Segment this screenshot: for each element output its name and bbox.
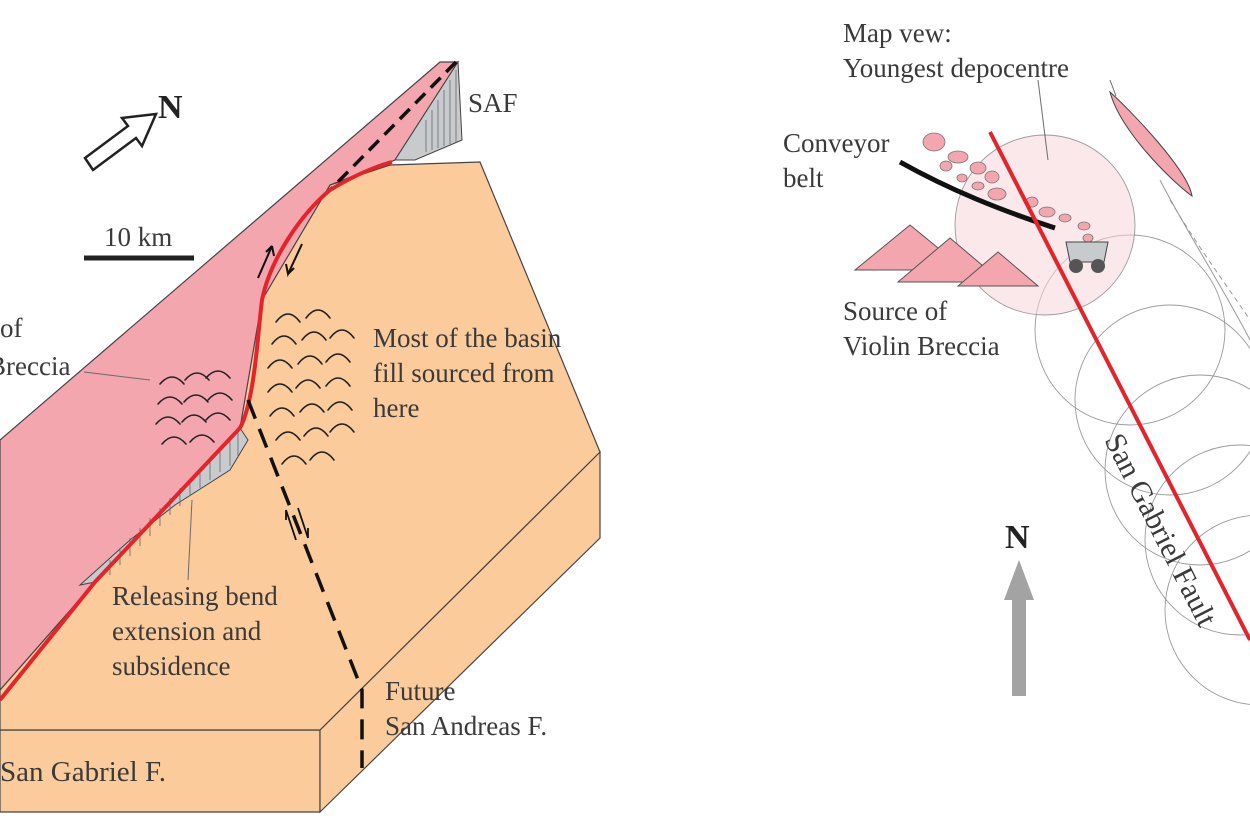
- north-label: N: [158, 89, 183, 126]
- lens-leader-line: [1109, 79, 1117, 97]
- basin-fill-line1: Most of the basin: [373, 323, 562, 353]
- future-line2: San Andreas F.: [385, 711, 547, 741]
- source-ridge-symbols: [155, 370, 233, 445]
- source-leader-line: [83, 371, 151, 381]
- releasing-line2: extension and: [112, 616, 262, 646]
- mountains-icon: [853, 224, 1040, 287]
- lens-trail-dashed: [1169, 199, 1250, 321]
- future-slip-arrows: [285, 507, 309, 541]
- san-gabriel-fault-map: [988, 131, 1250, 641]
- depocentre-leader-line: [1037, 79, 1049, 161]
- basin-ridge-symbols: [267, 309, 355, 465]
- conveyor-line1: Conveyor: [783, 128, 889, 158]
- releasing-line1: Releasing bend: [112, 581, 278, 611]
- map-view: Map vew: Youngest depocentre Conveyor be…: [783, 18, 1250, 705]
- mine-cart-icon: [1065, 241, 1109, 273]
- saf-label: SAF: [468, 88, 518, 118]
- map-view-line1: Map vew:: [843, 18, 952, 48]
- bend-leader-line: [187, 499, 193, 581]
- conveyor-line2: belt: [783, 163, 824, 193]
- san-gabriel-label: San Gabriel F.: [0, 756, 166, 788]
- older-depocentre-arcs: [1034, 234, 1250, 705]
- san-gabriel-fault-label: San Gabriel Fault: [1098, 428, 1224, 632]
- map-view-line2: Youngest depocentre: [843, 53, 1069, 83]
- saf-scarp: [394, 60, 463, 161]
- san-gabriel-fault-trace: [0, 160, 393, 702]
- map-north-label: N: [1005, 519, 1030, 556]
- saf-trace: [328, 60, 458, 192]
- saf-scarp-hatch: [425, 70, 457, 152]
- future-line1: Future: [385, 676, 456, 706]
- north-arrow-icon: [83, 112, 159, 172]
- breccia-clasts: [922, 132, 1094, 243]
- lens-trail: [1159, 179, 1250, 341]
- basin-fill-line3: here: [373, 393, 419, 423]
- source-label-line2: Breccia: [0, 351, 70, 381]
- source-label-line1: of: [0, 313, 23, 343]
- source-violin-line1: Source of: [843, 296, 947, 326]
- releasing-line3: subsidence: [112, 651, 230, 681]
- source-violin-line2: Violin Breccia: [843, 331, 1000, 361]
- north-arrow-gray-icon: [1004, 560, 1034, 696]
- block-diagram: N 10 km SAF of Breccia Most of the basin…: [0, 60, 601, 814]
- future-san-andreas-trace: [246, 399, 364, 768]
- scale-label: 10 km: [104, 222, 172, 252]
- slip-arrows: [257, 243, 303, 279]
- lens-body: [1109, 90, 1193, 198]
- basin-fill-line2: fill sourced from: [373, 358, 554, 388]
